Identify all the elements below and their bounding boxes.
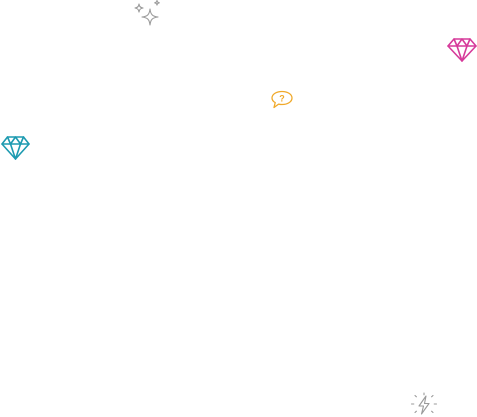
question-mark-glyph: ? <box>279 93 285 103</box>
sparkles-icon <box>133 0 163 30</box>
lightning-icon <box>408 392 440 417</box>
diamond-icon <box>0 135 31 161</box>
question-bubble-icon: ? <box>270 90 294 109</box>
diamond-icon <box>446 37 477 63</box>
